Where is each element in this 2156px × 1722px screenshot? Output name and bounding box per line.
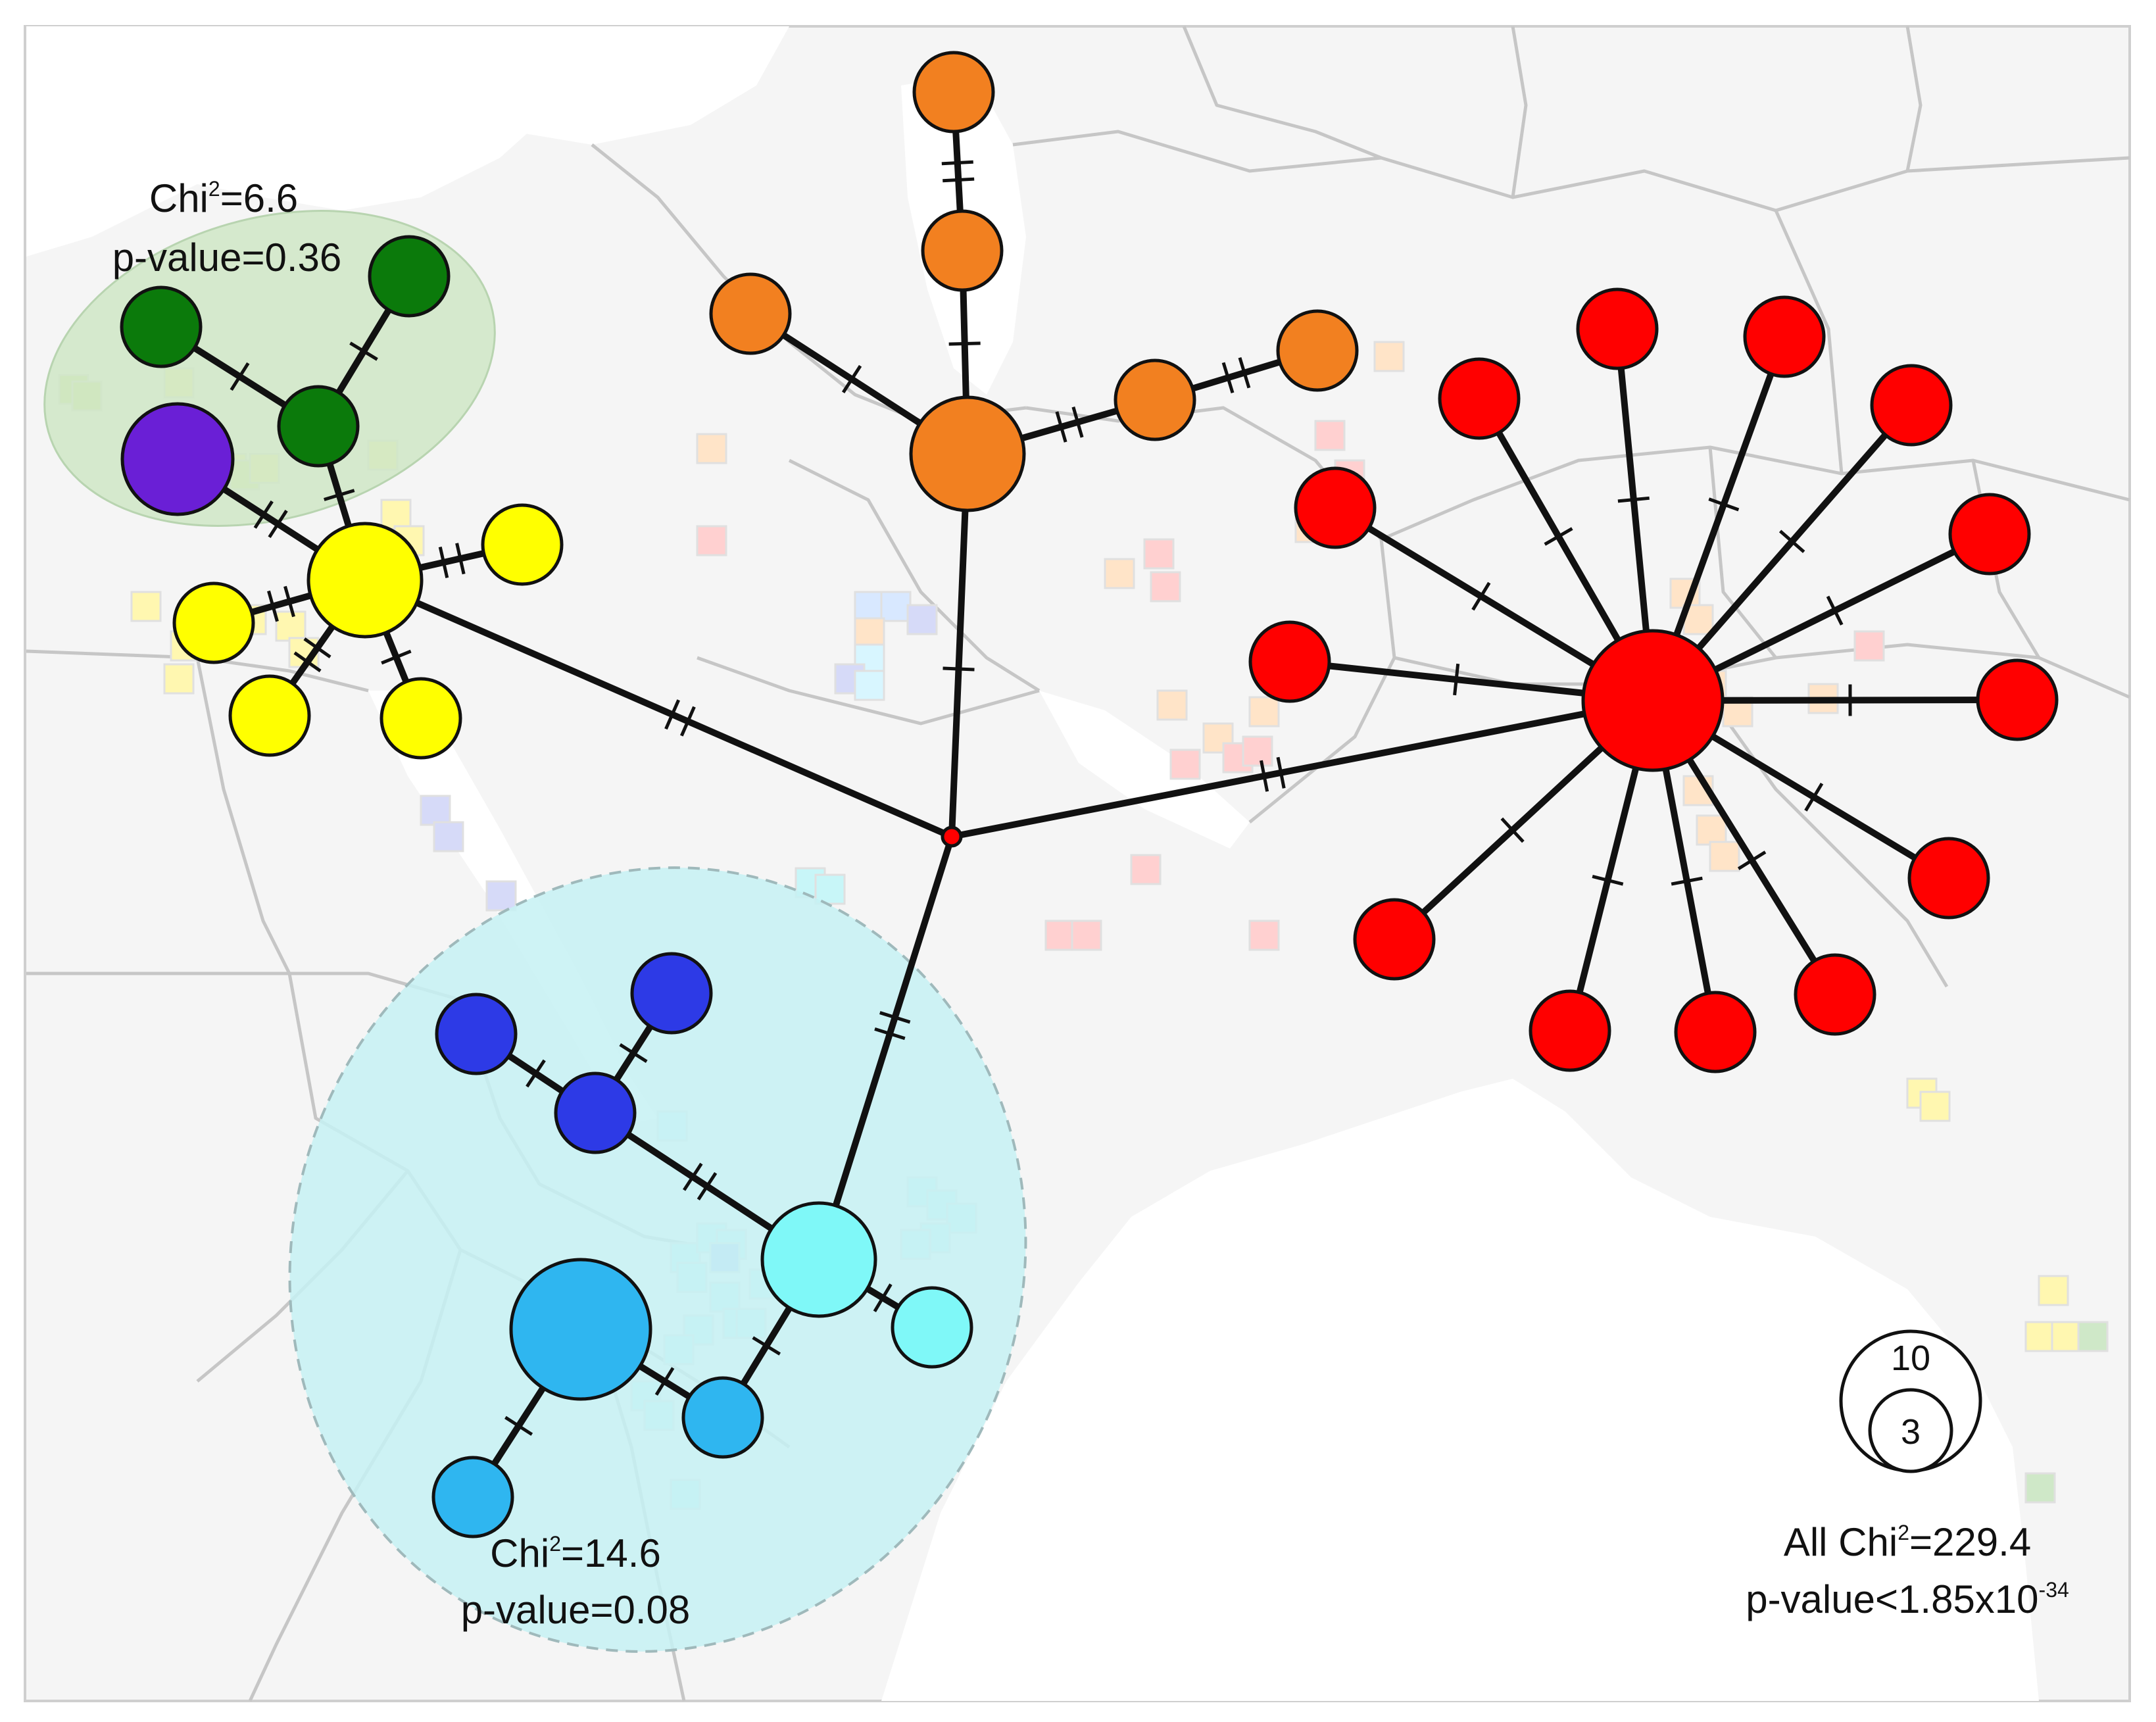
- node-oc: [911, 397, 1024, 510]
- sample-location-square: [487, 881, 516, 910]
- overall-p-label: p-value<1.85x10-34: [1746, 1577, 2069, 1621]
- sample-location-square: [855, 618, 884, 647]
- mutation-tick: [949, 343, 981, 344]
- sample-location-square: [2026, 1473, 2055, 1502]
- sample-location-square: [1131, 855, 1160, 884]
- mutation-tick: [942, 162, 973, 164]
- sample-location-square: [132, 592, 160, 621]
- sample-location-square: [908, 605, 937, 634]
- node-s1: [683, 1378, 762, 1457]
- sample-location-square: [1144, 539, 1173, 568]
- node-o5: [1278, 311, 1357, 390]
- west-group-chi-label: Chi2=6.6: [149, 176, 298, 220]
- node-b2: [437, 995, 516, 1073]
- east-africa-p-label: p-value=0.08: [461, 1588, 691, 1632]
- sample-location-square: [1105, 559, 1134, 588]
- sample-location-square: [1855, 631, 1884, 660]
- sample-location-square: [1151, 572, 1180, 601]
- sample-location-square: [381, 500, 410, 529]
- node-r8: [1796, 955, 1874, 1034]
- sample-location-square: [1250, 921, 1279, 950]
- node-g1: [122, 287, 201, 366]
- mutation-tick: [943, 179, 974, 181]
- sample-location-square: [1375, 342, 1404, 371]
- sample-location-square: [421, 796, 450, 825]
- sample-location-square: [2039, 1276, 2068, 1305]
- sample-location-square: [1250, 697, 1279, 726]
- east-africa-chi-label: Chi2=14.6: [490, 1531, 661, 1575]
- sample-location-square: [1315, 421, 1344, 450]
- node-y2: [174, 583, 253, 662]
- mutation-tick: [943, 668, 975, 670]
- sample-location-square: [2026, 1322, 2055, 1351]
- node-rc: [1583, 631, 1723, 770]
- node-y1: [483, 505, 562, 584]
- sample-location-square: [434, 822, 463, 851]
- node-r6: [1978, 660, 2057, 739]
- node-y4: [381, 679, 460, 758]
- node-y3: [230, 676, 309, 755]
- node-r12: [1250, 622, 1329, 701]
- sample-location-square: [1158, 691, 1187, 720]
- sample-location-square: [1697, 816, 1726, 845]
- node-sc: [511, 1260, 650, 1399]
- node-r13: [1296, 468, 1375, 547]
- sample-location-square: [816, 875, 845, 904]
- sample-location-square: [2078, 1322, 2107, 1351]
- sample-location-square: [881, 592, 910, 621]
- node-s2: [433, 1458, 512, 1537]
- sample-location-square: [697, 526, 726, 555]
- size-legend: 10 3: [1841, 1331, 1980, 1471]
- sample-location-square: [1072, 921, 1101, 950]
- sample-location-square: [164, 664, 193, 693]
- node-o4: [1115, 360, 1194, 439]
- sample-location-square: [697, 434, 726, 463]
- legend-label-10: 10: [1891, 1339, 1930, 1378]
- node-c1: [893, 1288, 971, 1367]
- sample-location-square: [1710, 842, 1739, 871]
- node-r1: [1440, 359, 1519, 438]
- sample-location-square: [2052, 1322, 2081, 1351]
- node-o3: [711, 274, 790, 353]
- node-b1: [632, 954, 711, 1033]
- node-r5: [1950, 495, 2029, 574]
- sample-location-square: [1921, 1092, 1949, 1121]
- node-r7: [1909, 839, 1988, 918]
- node-r9: [1676, 993, 1755, 1071]
- node-g3: [279, 387, 358, 466]
- legend-label-3: 3: [1901, 1412, 1921, 1452]
- node-g2: [370, 237, 449, 316]
- west-group-p-label: p-value=0.36: [112, 235, 342, 280]
- node-hub: [943, 827, 961, 846]
- node-r3: [1745, 297, 1824, 376]
- node-yc: [308, 524, 422, 637]
- node-bc: [556, 1073, 635, 1152]
- node-r10: [1531, 991, 1609, 1070]
- sample-location-square: [1171, 750, 1200, 779]
- node-cc: [762, 1203, 875, 1316]
- sample-location-square: [1243, 737, 1272, 766]
- node-o2: [923, 211, 1002, 290]
- sample-location-square: [855, 592, 884, 621]
- node-r4: [1872, 366, 1951, 445]
- sample-location-square: [276, 612, 305, 641]
- node-purple: [122, 404, 233, 514]
- node-r11: [1355, 900, 1434, 979]
- sample-location-square: [855, 671, 884, 700]
- node-o1: [914, 53, 993, 132]
- node-r2: [1578, 289, 1657, 368]
- sample-location-square: [1046, 921, 1075, 950]
